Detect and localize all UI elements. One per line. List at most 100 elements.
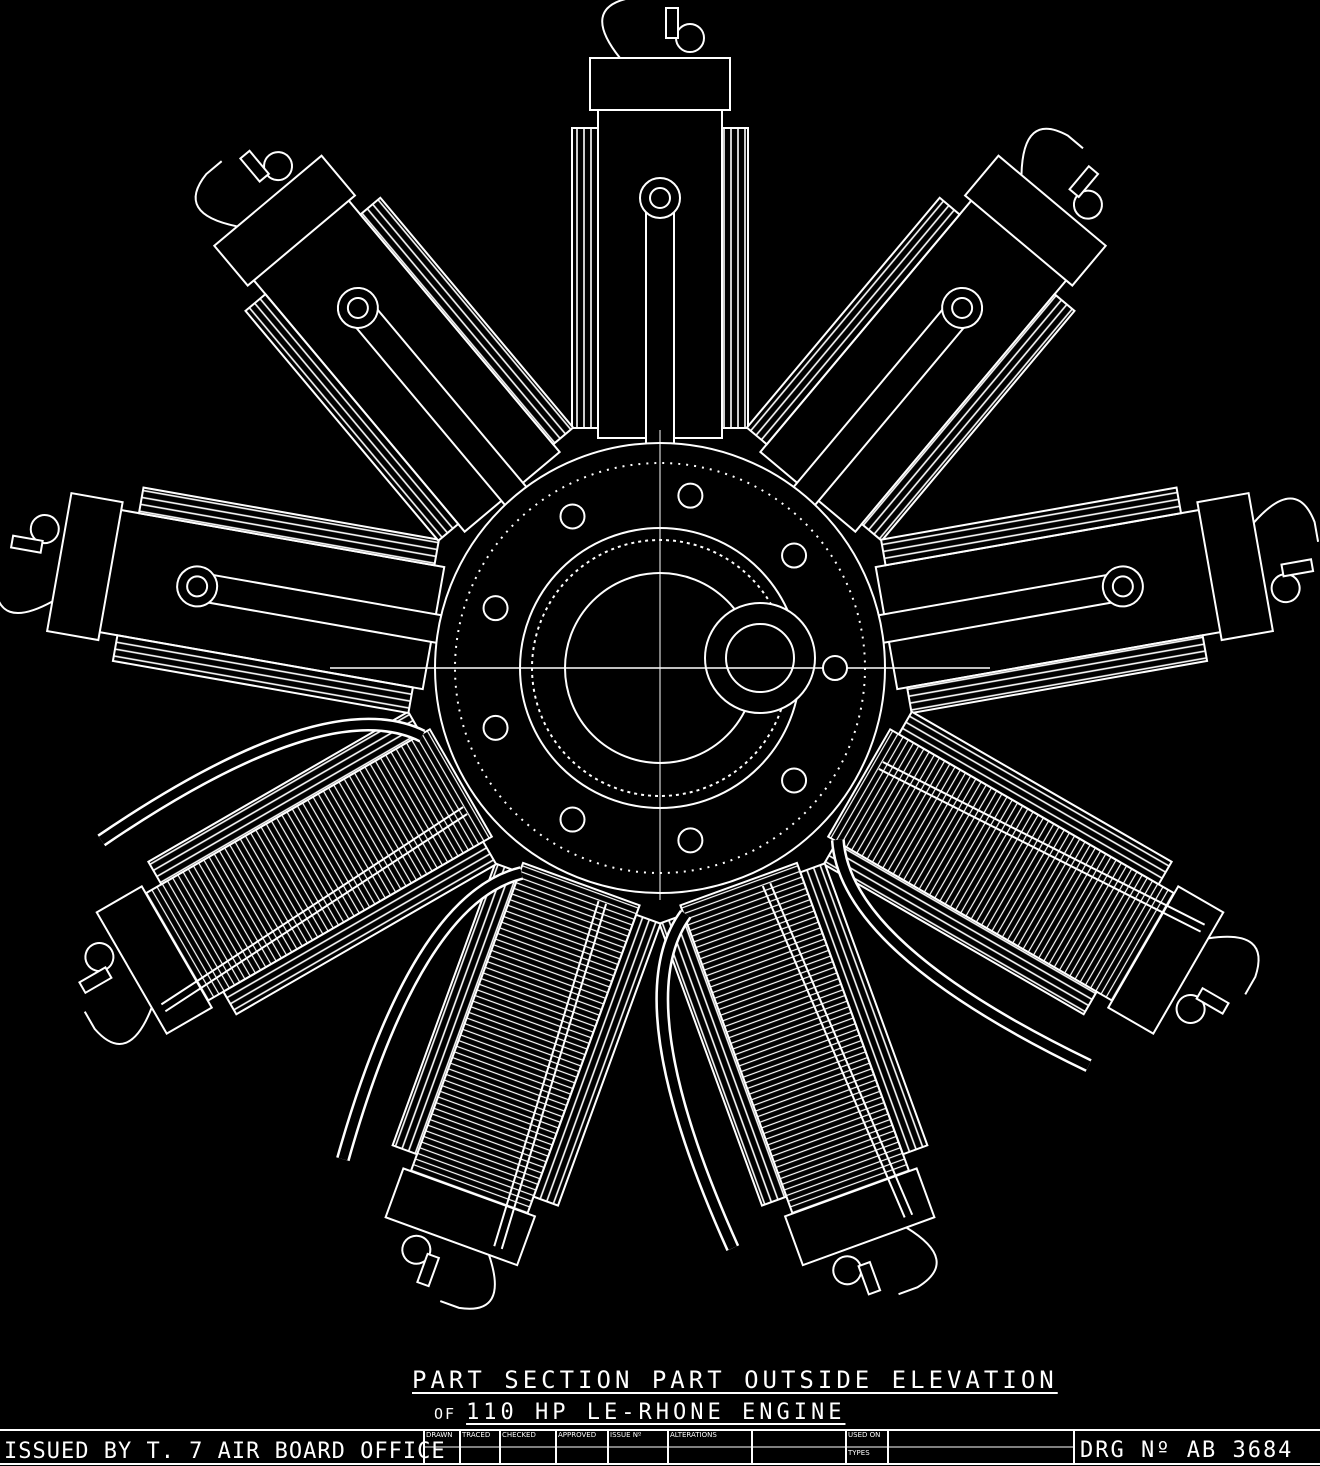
crankcase-bolt [822, 655, 848, 681]
issued-by-label: ISSUED BY T. 7 AIR BOARD OFFICE [4, 1439, 446, 1464]
induction-pipe-inner [657, 911, 737, 1250]
title-block-cell-label: TRACED [462, 1431, 491, 1439]
pushrod-left [769, 882, 914, 1216]
pushrod-left [882, 761, 1206, 926]
spark-plug [1195, 986, 1230, 1015]
cooling-fins-right [721, 127, 749, 429]
cylinder-group [0, 0, 1320, 1310]
crankcase-bolt [781, 767, 808, 794]
cylinder-1 [571, 0, 749, 579]
cylinder-head [212, 154, 357, 287]
gudgeon-pin [1101, 565, 1144, 608]
cooling-fins-right [358, 196, 575, 446]
cooling-fins-right [658, 913, 788, 1207]
induction-pipe-inner [833, 839, 1091, 1070]
title-block-cell-label: TYPES [848, 1449, 870, 1457]
intake-pipe [1253, 497, 1320, 542]
gudgeon-pin-inner [1111, 575, 1134, 598]
pushrod-left-2 [761, 885, 906, 1218]
title-block-cell-label: USED ON [848, 1431, 881, 1439]
crankcase-bolt [559, 806, 586, 833]
cooling-fins-left [799, 862, 929, 1156]
cooling-fins-right [822, 840, 1099, 1016]
drawing-title-line-2: OF 110 HP LE-RHONE ENGINE [434, 1400, 845, 1425]
crank-pin [704, 602, 816, 714]
crankcase-bolt [559, 503, 586, 530]
gudgeon-pin-inner [649, 187, 671, 209]
title-block-cell-label: ISSUE Nº [610, 1431, 642, 1439]
spark-plug [1280, 558, 1315, 578]
crankcase-bolt [781, 542, 808, 569]
drawing-title-line-1: PART SECTION PART OUTSIDE ELEVATION [412, 1366, 1058, 1394]
intake-pipe [1208, 935, 1260, 995]
induction-pipe-inner [338, 868, 523, 1161]
intake-pipe [0, 561, 53, 614]
pushrod-left [164, 813, 468, 1013]
intake-pipe [439, 1254, 496, 1310]
gudgeon-pin-inner [346, 296, 369, 319]
intake-pipe [194, 160, 238, 228]
gudgeon-pin [639, 177, 681, 219]
intake-pipe [898, 1226, 938, 1296]
induction-pipe-inner [98, 720, 425, 845]
title-block-cell-label: CHECKED [502, 1431, 536, 1439]
cylinder-4 [822, 710, 1260, 1072]
gudgeon-pin [941, 286, 984, 329]
cylinder-5 [655, 861, 938, 1296]
cooling-fins-left [745, 196, 962, 446]
spark-plug [416, 1252, 441, 1288]
cylinder-head [783, 1167, 936, 1267]
valve-rocker [675, 23, 705, 53]
spark-plug [857, 1260, 882, 1296]
cylinder-head [95, 885, 214, 1035]
spark-plug [78, 966, 113, 995]
cooling-fins-right [137, 486, 441, 567]
cylinder-head [45, 491, 124, 642]
pushrod-left [500, 903, 608, 1250]
spark-plug [665, 7, 679, 39]
intake-pipe [601, 0, 627, 59]
gudgeon-pin-inner [951, 296, 974, 319]
cooling-fins-right [146, 710, 423, 886]
cooling-fins-left [111, 634, 415, 715]
crankcase-bolt [482, 714, 509, 741]
crankcase-bolt [677, 482, 704, 509]
crankcase-bolt [677, 827, 704, 854]
cooling-fins-left [897, 710, 1174, 886]
spark-plug [238, 149, 271, 183]
cylinder-head [1196, 491, 1275, 642]
title-block-cell-label: APPROVED [558, 1431, 597, 1439]
crank-pin-inner [725, 623, 795, 693]
pushrod-left-2 [493, 900, 600, 1247]
title-block-cell-label: DRAWN [426, 1431, 453, 1439]
cooling-fins-left [532, 913, 662, 1207]
cylinder-head [589, 57, 731, 111]
cooling-fins-left [571, 127, 599, 429]
intake-pipe [83, 1007, 153, 1045]
cooling-fins-right [860, 292, 1076, 543]
title-block-lines [0, 1429, 1320, 1465]
title-block-cell-label: ALTERATIONS [670, 1431, 717, 1439]
intake-pipe [1020, 127, 1084, 176]
drawing-title-of: OF [434, 1405, 457, 1423]
cooling-fins-left [221, 840, 498, 1016]
drawing-title-engine: 110 HP LE-RHONE ENGINE [466, 1400, 846, 1425]
gudgeon-pin [176, 565, 219, 608]
cooling-fins-left [879, 486, 1183, 567]
cylinder-6 [336, 861, 662, 1310]
cylinder-8 [0, 486, 573, 715]
cylinder-7 [78, 710, 498, 1045]
cooling-fins-left [244, 292, 460, 543]
spark-plug [1068, 164, 1100, 199]
drawing-number: DRG Nº AB 3684 [1080, 1438, 1294, 1463]
cylinder-head [963, 154, 1108, 287]
crankcase-bolt [482, 595, 509, 622]
cylinder-head [1106, 885, 1225, 1035]
crankcase-hub [330, 430, 990, 900]
cooling-fins-right [391, 862, 521, 1156]
cooling-fins-right [905, 634, 1209, 715]
pushrod-left-2 [878, 768, 1202, 933]
gudgeon-pin-inner [186, 575, 209, 598]
spark-plug [9, 534, 44, 554]
gudgeon-pin [336, 286, 379, 329]
